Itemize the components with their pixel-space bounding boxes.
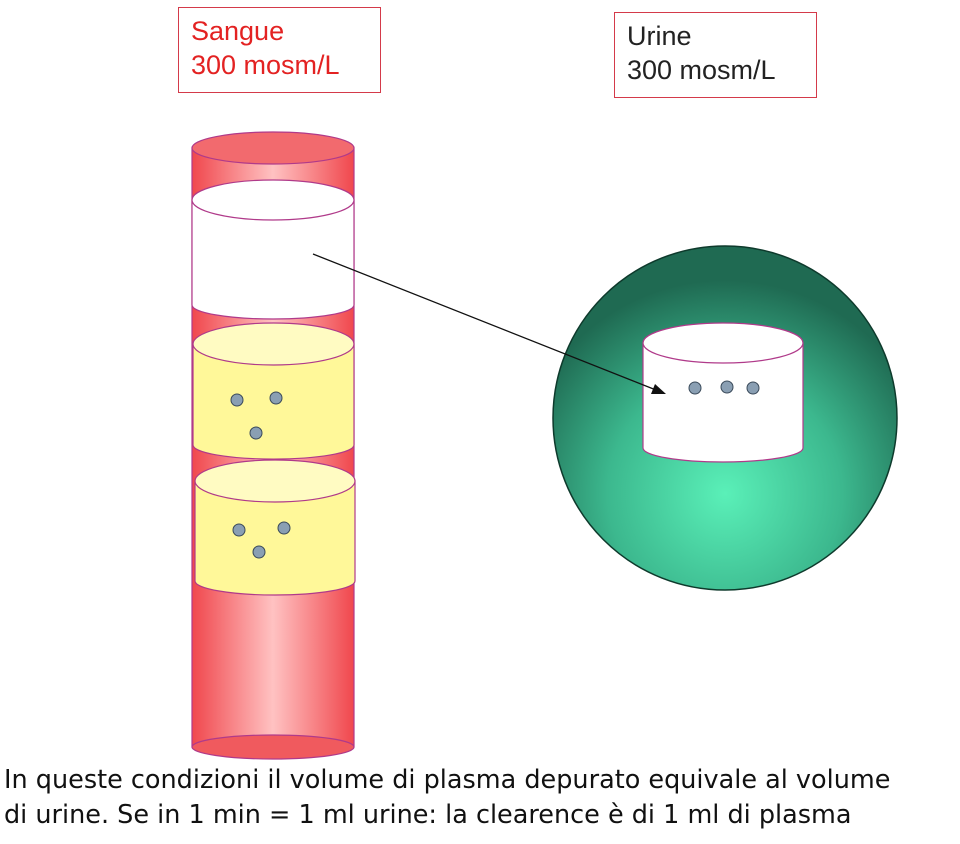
cleared-plasma-segment (191, 179, 355, 320)
solute-particle-icon (720, 380, 734, 394)
arrow-icon (312, 253, 666, 394)
solute-particle-icon (252, 545, 266, 559)
plasma-segment-upper (192, 322, 355, 460)
caption-line-1: In queste condizioni il volume di plasma… (4, 765, 891, 795)
blood-label-box: Sangue 300 mosm/L (178, 7, 381, 93)
plasma-segment-lower (194, 459, 356, 596)
solute-particle-icon (232, 523, 246, 537)
urine-label-box: Urine 300 mosm/L (614, 12, 817, 98)
solute-particle-icon (230, 393, 244, 407)
urine-cylinder (642, 322, 804, 463)
solute-particle-icon (688, 381, 702, 395)
solute-particle-icon (249, 426, 263, 440)
blood-label-title: Sangue (191, 16, 285, 46)
solute-particle-icon (269, 391, 283, 405)
urine-label-title: Urine (627, 21, 692, 51)
solute-particle-icon (746, 381, 760, 395)
urine-label-osmolarity: 300 mosm/L (627, 55, 776, 85)
blood-label-osmolarity: 300 mosm/L (191, 50, 340, 80)
caption-line-2: di urine. Se in 1 min = 1 ml urine: la c… (4, 800, 852, 830)
solute-particle-icon (277, 521, 291, 535)
